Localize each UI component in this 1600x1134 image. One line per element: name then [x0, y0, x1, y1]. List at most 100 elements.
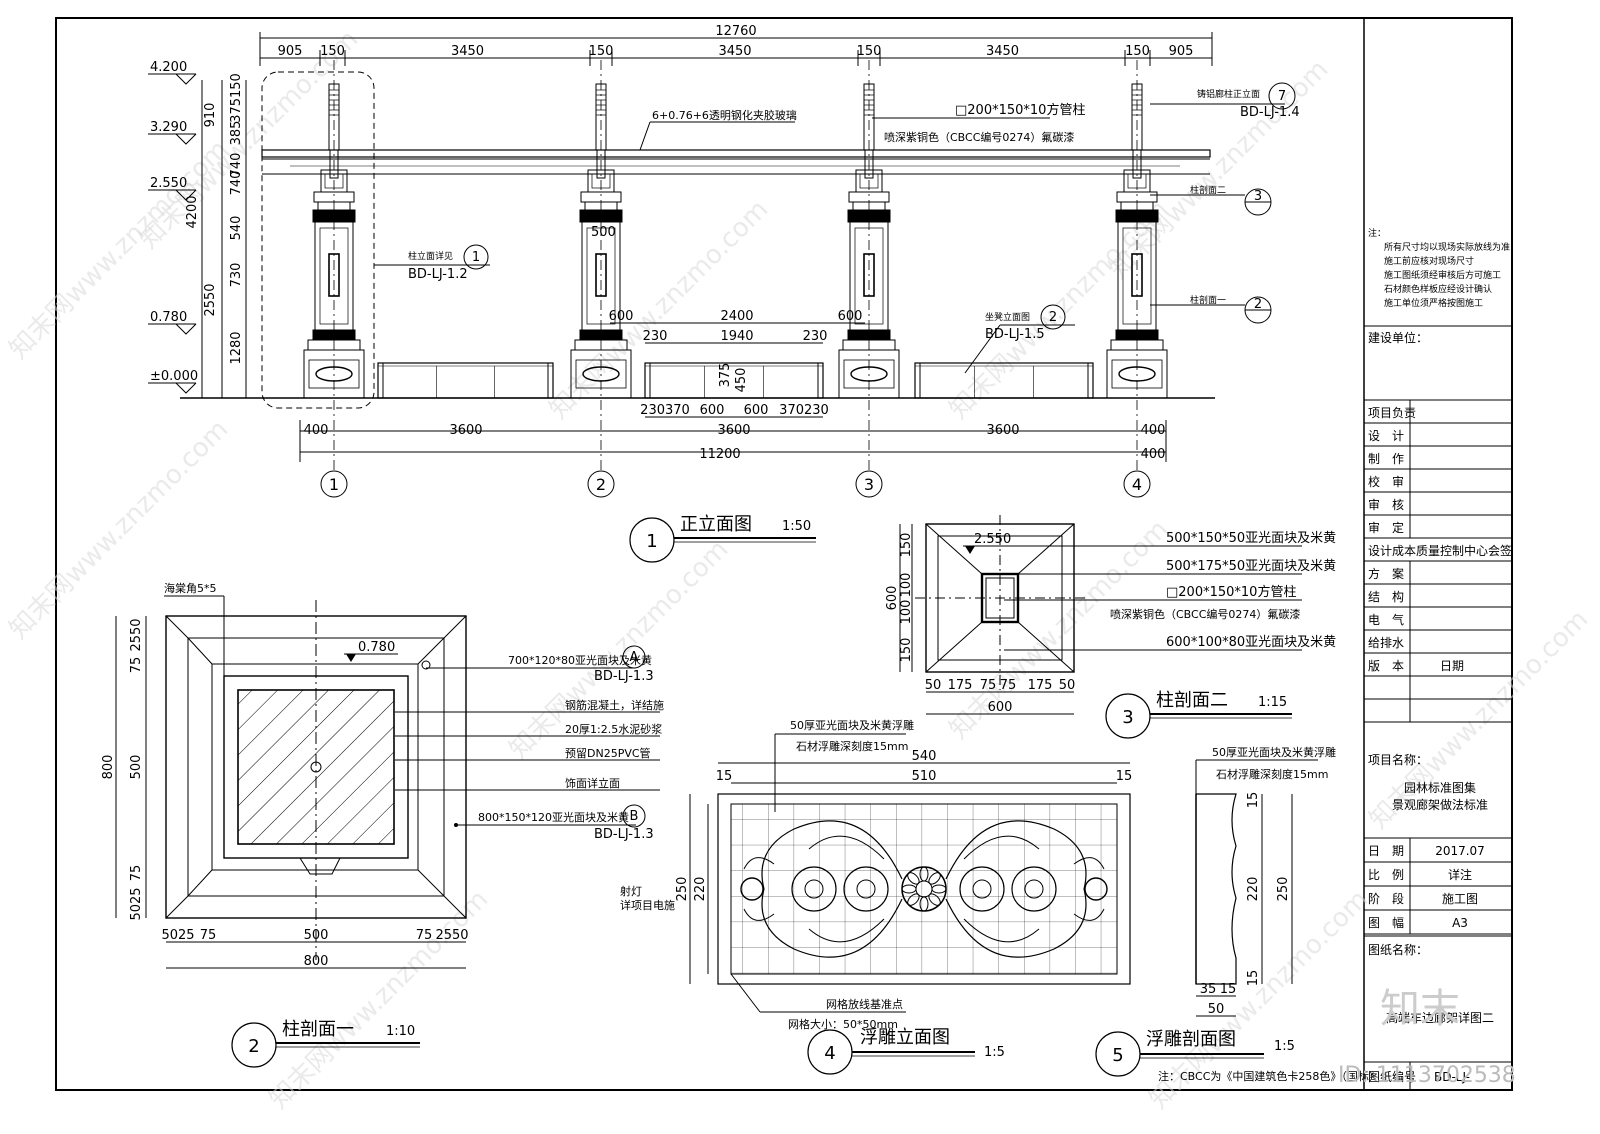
s1-dim-bottom: 5025 — [161, 928, 194, 943]
relief-w-side: 15 — [716, 769, 733, 784]
title2-scale: 1:10 — [386, 1024, 415, 1039]
s1-dim-bottom: 2550 — [435, 928, 468, 943]
tb-row-label: 电 气 — [1368, 612, 1404, 627]
column-section-two: 2.550 500*150*50亚光面块及米黄500*175*50亚光面块及米黄… — [885, 515, 1336, 739]
axis-label: 1 — [329, 475, 339, 494]
tb-date-label: 日期 — [1440, 659, 1464, 673]
tb-note: 所有尺寸均以现场实际放线为准 — [1384, 241, 1510, 253]
relief-h-inner: 220 — [693, 877, 708, 902]
rs-dim: 250 — [1276, 877, 1291, 902]
s1-note: 饰面详立面 — [565, 776, 620, 790]
grid-note2: 网格大小：50*50mm — [788, 1017, 898, 1031]
relief-elevation: 50厚亚光面块及米黄浮雕 石材浮雕深刻度15mm 540 510 15 15 2… — [675, 718, 1132, 1075]
tb-project-name2: 景观廊架做法标准 — [1392, 797, 1488, 812]
tb-info-label: 日 期 — [1368, 844, 1404, 858]
s1-dim-left: 500 — [129, 755, 144, 780]
bench-dim-bottom: 600 — [744, 403, 769, 418]
s2-dim-left: 150 — [899, 638, 914, 663]
s2-dim-bottom: 175 — [948, 678, 973, 693]
bench-dim-inner: 1940 — [720, 329, 753, 344]
tb-drawing-no-label: 图纸编号 — [1368, 1069, 1416, 1084]
ref7-label: 铸铝廊柱正立面 — [1197, 88, 1260, 100]
s1-chamfer: 海棠角5*5 — [164, 581, 217, 595]
tb-drawing-name: 高端车边廊架详图二 — [1386, 1010, 1494, 1025]
relief-note1: 50厚亚光面块及米黄浮雕 — [790, 718, 914, 732]
s2-dim-bottom: 50 — [925, 678, 942, 693]
tb-version-label: 版 本 — [1368, 659, 1404, 673]
bench-dim-inner: 230 — [643, 329, 668, 344]
tb-note: 施工图纸须经审核后方可施工 — [1384, 269, 1501, 281]
s1-ref-a-text: 700*120*80亚光面块及米黄 — [508, 653, 652, 667]
s2-dim-left: 150 — [899, 533, 914, 558]
dim-left-inner: 740 — [229, 153, 244, 178]
tb-notes: 注：所有尺寸均以现场实际放线为准施工前应核对现场尺寸施工图纸须经审核后方可施工石… — [1368, 227, 1510, 309]
dim-top-segment: 3450 — [718, 44, 751, 59]
tb-row-label: 设 计 — [1368, 429, 1404, 443]
tb-row-label: 方 案 — [1368, 566, 1404, 581]
bench-dim-height: 450 — [734, 368, 749, 393]
s1-ref-b-code: BD-LJ-1.3 — [594, 827, 654, 842]
tb-row-label: 结 构 — [1368, 589, 1404, 604]
tb-note: 施工单位须严格按图施工 — [1384, 297, 1483, 309]
bench — [377, 362, 554, 399]
title5-num: 5 — [1112, 1045, 1123, 1066]
tb-row-label: 审 定 — [1368, 520, 1404, 535]
ref3-label: 柱剖面二 — [1190, 184, 1226, 196]
watermark: 知末网www.znzmo.com — [264, 884, 495, 1115]
level-label: ±0.000 — [150, 369, 198, 384]
tb-project-label: 项目名称： — [1368, 752, 1428, 767]
tb-project-name1: 园林标准图集 — [1404, 780, 1476, 795]
rs-dim: 15 — [1246, 970, 1261, 987]
title1-num: 1 — [646, 531, 657, 552]
sheet-border — [55, 17, 1513, 1091]
axis-label: 3 — [864, 475, 874, 494]
title4-num: 4 — [824, 1043, 835, 1064]
s2-dim-left: 100 — [899, 600, 914, 625]
s2-dim-bottom: 75 — [1000, 678, 1017, 693]
s2-notes: 500*150*50亚光面块及米黄500*175*50亚光面块及米黄□200*1… — [1004, 531, 1336, 651]
rs-dim: 15 — [1220, 982, 1237, 997]
dim-left-inner: 375150 — [229, 73, 244, 123]
s1-note: 射灯 — [620, 884, 642, 898]
tb-info-value: A3 — [1452, 916, 1468, 930]
level-label: 2.550 — [150, 176, 187, 191]
column — [838, 60, 900, 480]
tube-note: □200*150*10方管柱 — [955, 102, 1085, 118]
dim-left-outer: 910 — [203, 103, 218, 128]
column — [570, 60, 632, 480]
axis-label: 4 — [1132, 475, 1142, 494]
s1-level: 0.780 — [358, 640, 395, 655]
rs-dim: 220 — [1246, 877, 1261, 902]
title3-scale: 1:15 — [1258, 695, 1287, 710]
ref7-code: BD-LJ-1.4 — [1240, 105, 1300, 120]
dim-top-segment: 150 — [589, 44, 614, 59]
title2-num: 2 — [248, 1036, 259, 1057]
relief-w-total: 540 — [912, 749, 937, 764]
s1-ref-b-num: B — [630, 809, 639, 824]
bench-dim-bottom: 370230 — [779, 403, 829, 418]
bench-dim-top: 600 — [838, 309, 863, 324]
s1-note: 预留DN25PVC管 — [565, 746, 651, 760]
rs-note1: 50厚亚光面块及米黄浮雕 — [1212, 745, 1336, 759]
tb-info-value: 2017.07 — [1435, 844, 1485, 858]
tb-note: 施工前应核对现场尺寸 — [1384, 255, 1474, 267]
dim-bottom-right: 400 — [1141, 447, 1166, 462]
dim-top-segment: 150 — [1125, 44, 1150, 59]
title4-scale: 1:5 — [984, 1045, 1005, 1060]
s2-dim-left: 100 — [899, 573, 914, 598]
tb-drawing-no: BD-LJ- — [1434, 1070, 1470, 1084]
level-label: 3.290 — [150, 120, 187, 135]
grid-note1: 网格放线基准点 — [826, 997, 903, 1011]
s1-dim-total: 800 — [304, 954, 329, 969]
dim-top-segment: 150 — [320, 44, 345, 59]
dim-left-inner: 1280 — [229, 331, 244, 364]
tb-company: 设计成本质量控制中心会签 — [1368, 543, 1512, 558]
column-section-one: 0.780 海棠角5*5 钢筋混凝土，详结施20厚1:2.5水泥砂浆预留DN25… — [101, 581, 675, 1068]
seat-code: BD-LJ-1.5 — [985, 327, 1045, 342]
rs-dim: 35 — [1200, 982, 1217, 997]
tb-row-label: 项目负责 — [1368, 406, 1416, 420]
s1-dim-left: 800 — [101, 755, 116, 780]
